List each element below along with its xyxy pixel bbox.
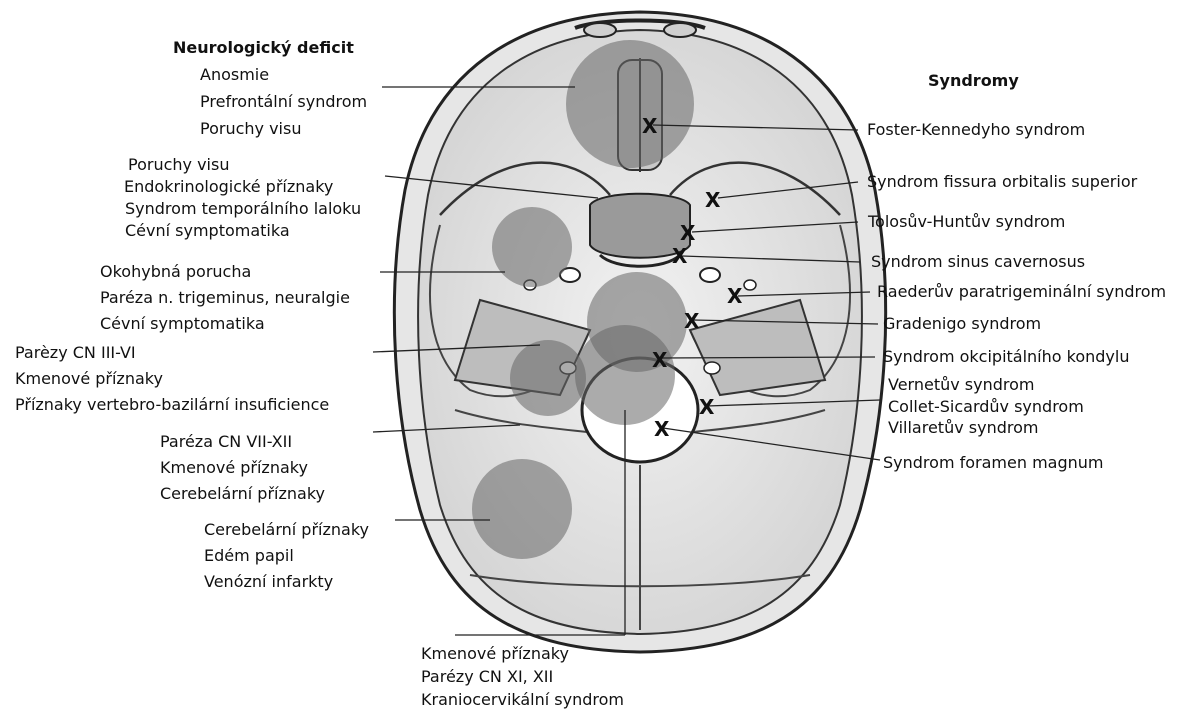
deficit-group-anterior-fossa: Anosmie Prefrontální syndrom Poruchy vis… [200,66,367,147]
deficit-line: Venózní infarkty [204,573,369,599]
deficit-line: Syndrom temporálního laloku [125,200,361,222]
deficit-group-sellar: Poruchy visu Endokrinologické příznaky S… [128,156,364,244]
deficit-line: Anosmie [200,66,367,93]
syndrome-label: Syndrom sinus cavernosus [871,253,1085,271]
marker-foster-kennedy: X [642,114,658,138]
right-heading: Syndromy [928,71,1019,90]
deficit-line: Příznaky vertebro-bazilární insuficience [15,396,329,422]
syndrome-label: Gradenigo syndrom [883,315,1041,333]
deficit-line: Cerebelární příznaky [160,485,325,511]
syndrome-label: Villaretův syndrom [888,419,1038,437]
marker-occipital-condyle: X [652,348,668,372]
marker-jugular-foramen: X [699,395,715,419]
deficit-group-cpa: Paréza CN VII-XII Kmenové příznaky Cereb… [160,433,325,511]
region-cpa [510,340,586,416]
deficit-line: Endokrinologické příznaky [124,178,360,200]
deficit-line: Kmenové příznaky [160,459,325,485]
region-sellar [492,207,572,287]
deficit-line: Paréza n. trigeminus, neuralgie [100,289,350,315]
syndrome-label: Raederův paratrigeminální syndrom [877,283,1166,301]
syndrome-label: Collet-Sicardův syndrom [888,398,1084,416]
deficit-line: Edém papil [204,547,369,573]
marker-fissura-orbitalis: X [705,188,721,212]
deficit-group-posterior-fossa: Cerebelární příznaky Edém papil Venózní … [204,521,369,599]
syndrome-label: Foster-Kennedyho syndrom [867,121,1085,139]
deficit-line: Paréza CN VII-XII [160,433,325,459]
syndrome-label: Tolosův-Huntův syndrom [868,213,1065,231]
syndrome-label: Syndrom okcipitálního kondylu [883,348,1129,366]
deficit-line: Poruchy visu [128,156,364,178]
marker-sinus-cavernosus: X [672,244,688,268]
deficit-line: Prefrontální syndrom [200,93,367,120]
deficit-group-middle-fossa: Okohybná porucha Paréza n. trigeminus, n… [100,263,350,341]
deficit-group-foramen-magnum: Kmenové příznaky Parézy CN XI, XII Krani… [421,645,624,714]
left-heading: Neurologický deficit [173,38,354,57]
deficit-line: Okohybná porucha [100,263,350,289]
syndrome-label: Syndrom fissura orbitalis superior [867,173,1137,191]
deficit-line: Kraniocervikální syndrom [421,691,624,714]
marker-raeder: X [727,284,743,308]
deficit-line: Cévní symptomatika [125,222,361,244]
deficit-line: Poruchy visu [200,120,367,147]
syndrome-label: Vernetův syndrom [888,376,1035,394]
deficit-group-clivus: Parèzy CN III-VI Kmenové příznaky Přízna… [15,344,329,422]
deficit-line: Parèzy CN III-VI [15,344,329,370]
region-posterior-fossa [472,459,572,559]
deficit-line: Kmenové příznaky [421,645,624,668]
marker-foramen-magnum: X [654,417,670,441]
deficit-line: Cévní symptomatika [100,315,350,341]
syndrome-label: Syndrom foramen magnum [883,454,1103,472]
deficit-line: Kmenové příznaky [15,370,329,396]
marker-gradenigo: X [684,309,700,333]
region-anterior-fossa [566,40,694,168]
deficit-line: Parézy CN XI, XII [421,668,624,691]
marker-tolosa-hunt: X [680,221,696,245]
deficit-line: Cerebelární příznaky [204,521,369,547]
